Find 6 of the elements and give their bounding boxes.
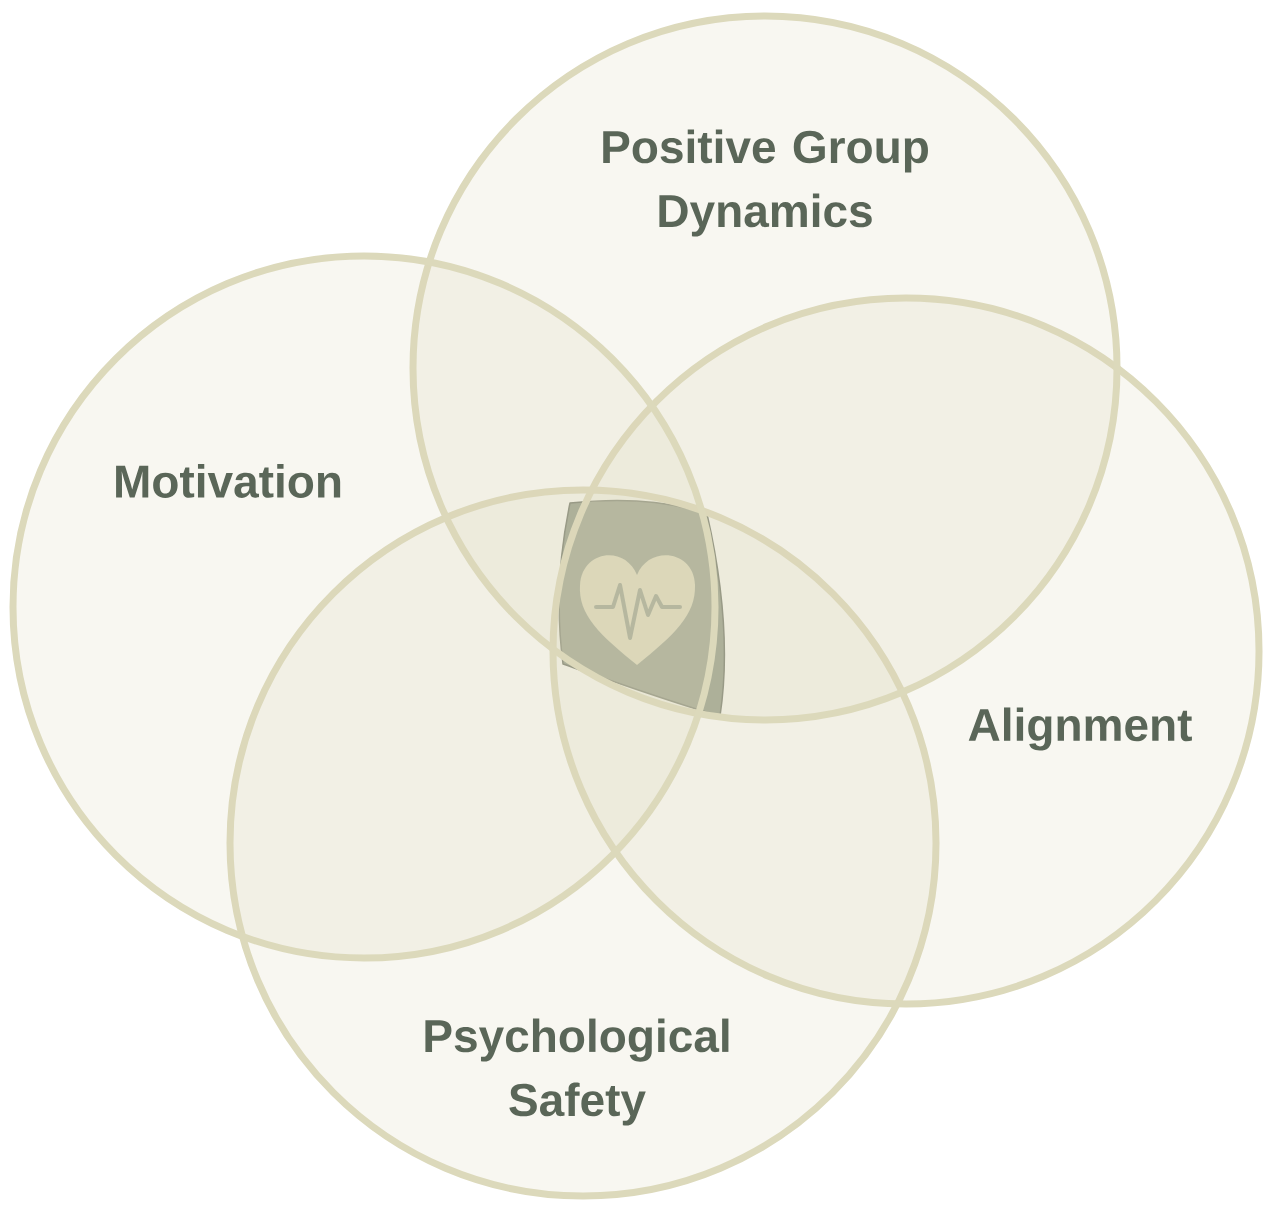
circle-label: Psychological Safety [425,1018,729,1126]
venn-circle [549,294,1263,1008]
circle-label: Alignment [968,707,1192,751]
circle-label: Motivation [116,464,341,498]
circle-label: Positive Group Dynamics [603,129,928,237]
venn-circle [9,252,719,962]
